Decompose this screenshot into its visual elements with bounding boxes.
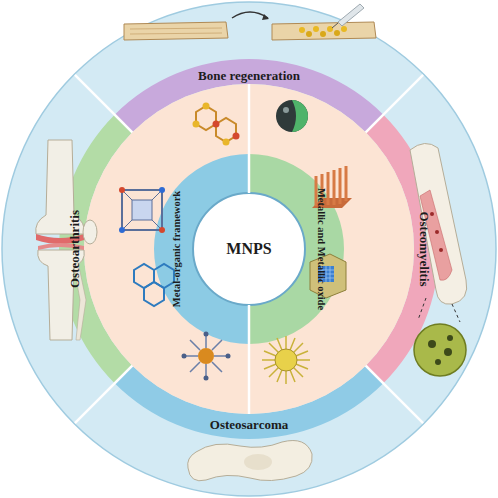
divider-line bbox=[366, 366, 425, 425]
disease-band: Osteosarcoma bbox=[164, 413, 334, 435]
node-label: Metallic and Metallic oxide bbox=[316, 188, 327, 310]
peach-ring bbox=[84, 84, 414, 414]
mof-hexagon-chain bbox=[193, 103, 240, 146]
node-label: MNPS bbox=[226, 241, 271, 257]
infected-bone-illustration bbox=[410, 143, 467, 376]
node-label: Bone regeneration bbox=[198, 69, 300, 82]
divider-line bbox=[366, 74, 425, 133]
divider-line bbox=[248, 305, 251, 344]
disease-band: Bone regeneration bbox=[164, 64, 334, 86]
divider-line bbox=[248, 84, 251, 154]
divider-line bbox=[248, 154, 251, 193]
node-label: Osteomyelitis bbox=[418, 211, 431, 286]
divider-line bbox=[74, 74, 133, 133]
mof-cube-framework bbox=[119, 187, 165, 233]
material-ring: Metal-organic framework bbox=[167, 174, 187, 324]
material-ring: Metallic and Metallic oxide bbox=[311, 174, 331, 324]
pelvis-bone-illustration bbox=[188, 441, 313, 481]
disease-band: Osteoarthritis bbox=[63, 164, 85, 334]
disease-band: Osteomyelitis bbox=[413, 164, 435, 334]
center-circle: MNPS bbox=[199, 199, 299, 299]
bone-defect-illustration bbox=[124, 12, 269, 40]
divider-line bbox=[74, 366, 133, 425]
node-label: Osteoarthritis bbox=[68, 210, 81, 288]
node-label: Metal-organic framework bbox=[172, 191, 183, 307]
metal-sphere bbox=[276, 100, 308, 132]
knee-joint-illustration bbox=[36, 140, 97, 340]
spiky-nanoparticle bbox=[262, 336, 310, 384]
divider-line bbox=[248, 344, 251, 414]
mof-molecule bbox=[182, 332, 231, 381]
center-disc bbox=[193, 193, 305, 305]
bone-filled-illustration bbox=[272, 4, 376, 40]
metal-oxide-cube bbox=[310, 254, 346, 298]
mof-hexagon-mesh bbox=[134, 264, 174, 306]
node-label: Osteosarcoma bbox=[210, 418, 288, 431]
